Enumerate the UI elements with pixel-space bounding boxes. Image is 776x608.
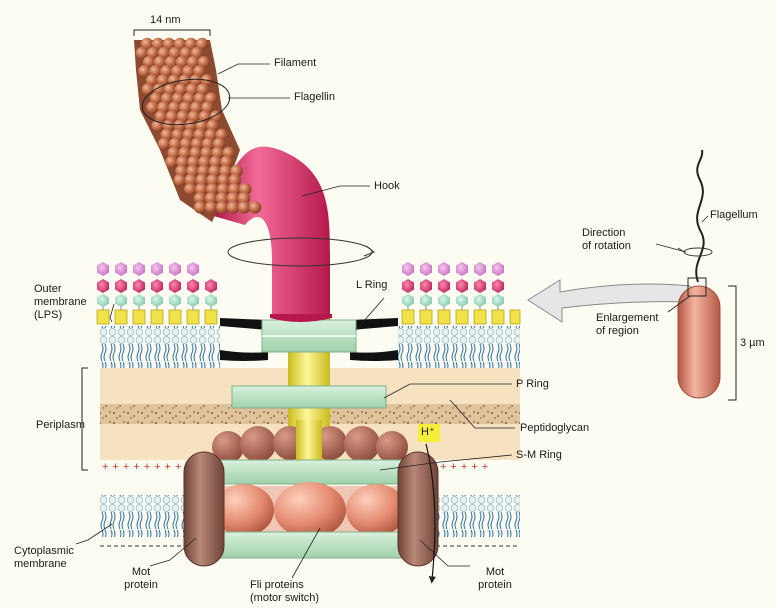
flagellin-subunit [227,201,239,213]
c-ring [218,532,402,558]
flagellin-subunit [238,201,250,213]
flagellin-subunit [158,138,170,150]
scale-label: 14 nm [150,14,181,27]
flagellum-label: Flagellum [710,209,758,222]
mot-protein-left [184,452,224,566]
flagellin-subunit [174,174,186,186]
p-ring-label: P Ring [516,378,549,391]
cytoplasmic-membrane-label: Cytoplasmic membrane [14,545,74,571]
peptidoglycan-label: Peptidoglycan [520,422,589,435]
direction-of-rotation-label: Direction of rotation [582,227,631,253]
cell-length-bracket [728,286,736,400]
flagellin-subunit [249,201,261,213]
flagellin-subunit [194,201,206,213]
cell-length-label: 3 µm [740,337,765,350]
l-ring-label: L Ring [356,279,387,292]
svg-text:+++++: +++++ [440,461,492,473]
enlargement-label: Enlargement of region [596,312,658,338]
fli-proteins [214,482,406,538]
mot-protein-right-label: Mot protein [472,566,518,592]
mot-protein-right [398,452,438,566]
h-plus-label: H⁺ [421,426,435,439]
sm-ring-label: S-M Ring [516,449,562,462]
filament-label: Filament [274,57,316,70]
scale-bracket [134,30,210,36]
membrane-edge-left [220,318,268,330]
p-ring [232,386,386,408]
cell-flagellum [696,150,703,282]
periplasm-label: Periplasm [36,419,85,432]
flagellin-subunit [205,201,217,213]
fli-proteins-label: Fli proteins (motor switch) [250,579,319,605]
outer-membrane-label: Outer membrane (LPS) [34,283,87,322]
mot-protein-left-label: Mot protein [118,566,164,592]
svg-text:++++++++: ++++++++ [102,461,185,473]
flagellin-label: Flagellin [294,91,335,104]
sm-ring [218,460,402,484]
flagellin-subunit [146,101,158,113]
flagellin-subunit [184,183,196,195]
flagellin-subunit [216,201,228,213]
filament [134,38,261,222]
flagellin-subunit [165,156,177,168]
hook-label: Hook [374,180,400,193]
bacterial-cell [656,150,736,400]
cell-body [678,286,720,398]
